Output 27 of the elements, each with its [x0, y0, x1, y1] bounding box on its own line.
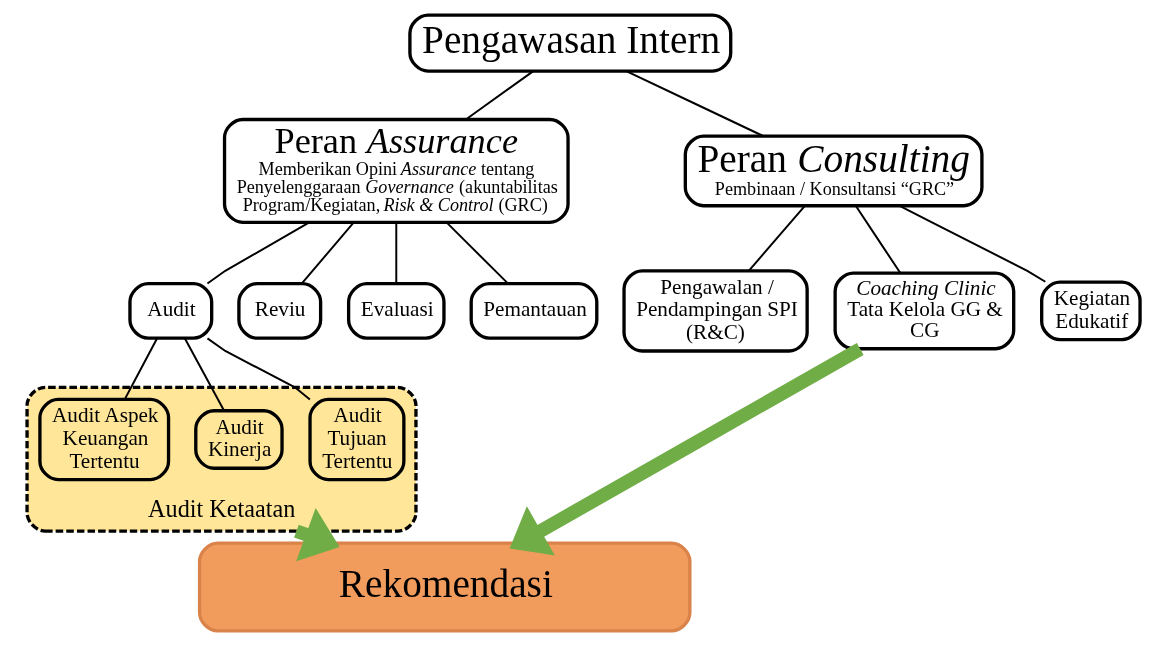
node-box: Audit Tujuan Tertentu [308, 397, 406, 482]
node-box: Pengawasan Intern [408, 13, 733, 73]
connector [123, 337, 158, 401]
connector [855, 205, 902, 275]
node-box: Peran Consulting Pembinaan / Konsultansi “GRC” [683, 134, 984, 208]
connector [300, 221, 355, 285]
node-box: Rekomendasi [197, 541, 692, 633]
node-box: Reviu [237, 282, 323, 340]
node-box: Audit [128, 282, 214, 340]
node-box: Pemantauan [469, 282, 599, 340]
node-box: Evaluasi [346, 282, 446, 340]
node-box: Peran Assurance Memberikan Opini Assurance tentang Penyelenggaraan Governance (akuntabilitas Program/Kegiatan, Risk & Control (GRC) [222, 117, 570, 225]
connector [206, 221, 311, 285]
connector [748, 205, 806, 272]
connector [465, 70, 534, 120]
connector [395, 221, 398, 285]
connector [898, 204, 1047, 283]
connector [183, 337, 226, 412]
connector [206, 337, 311, 401]
arrow [509, 343, 864, 556]
connector [445, 221, 509, 285]
node-box: Coaching Clinic Tata Kelola GG & CG [833, 271, 1016, 351]
node-box: Kegiatan Edukatif [1040, 280, 1142, 342]
node-box: Pengawalan / Pendampingan SPI (R&C) [622, 269, 809, 353]
node-box: Audit Kinerja [194, 409, 284, 470]
connector [625, 70, 765, 137]
node-box: Audit Aspek Keuangan Tertentu [38, 397, 171, 482]
